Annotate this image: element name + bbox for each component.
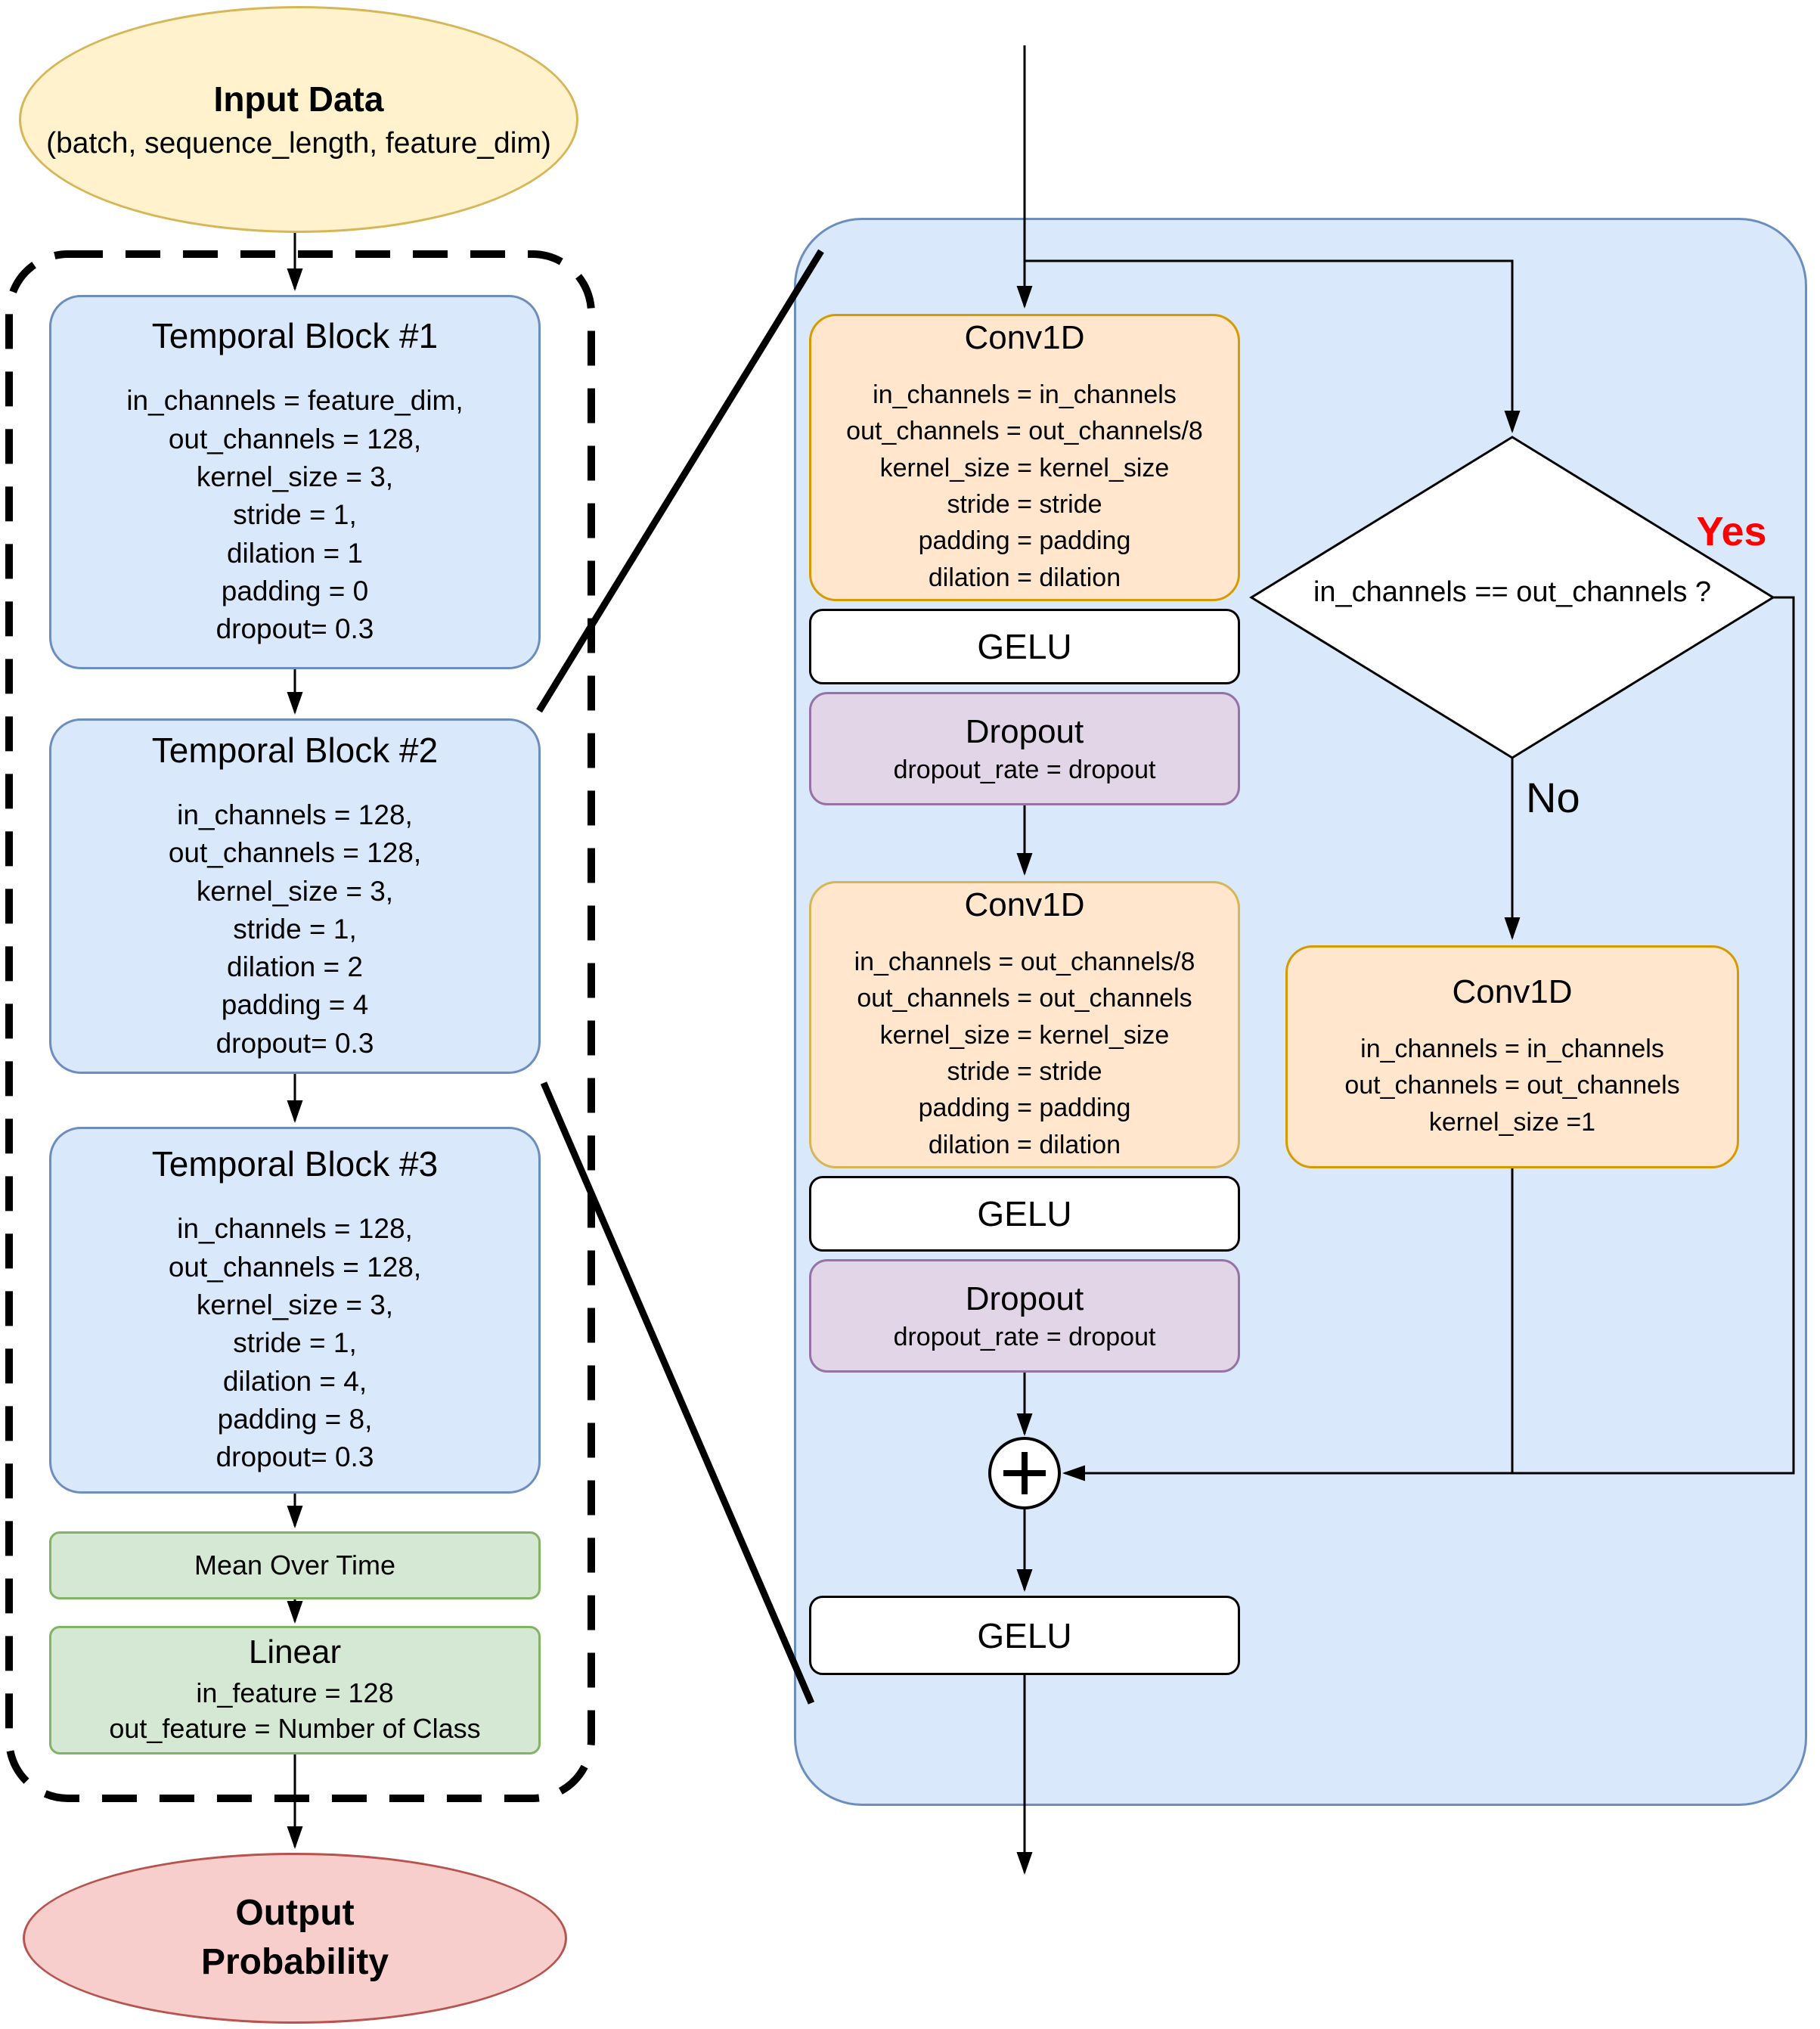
temporal-block-3-title: Temporal Block #3	[151, 1144, 439, 1184]
gelu-node-3: GELU	[809, 1596, 1240, 1675]
conv1d-1-title: Conv1D	[964, 319, 1085, 357]
add-node-icon	[988, 1437, 1061, 1509]
temporal-block-1-title: Temporal Block #1	[151, 316, 439, 356]
zoom-callout-line-top	[536, 249, 824, 713]
gelu-node-2: GELU	[809, 1176, 1240, 1252]
input-data-node: Input Data (batch, sequence_length, feat…	[19, 6, 578, 233]
temporal-block-1: Temporal Block #1 in_channels = feature_…	[49, 295, 541, 669]
input-data-title: Input Data	[213, 79, 384, 119]
dropout-2-title: Dropout	[965, 1280, 1084, 1317]
input-data-shape: (batch, sequence_length, feature_dim)	[46, 127, 551, 160]
output-line1: Output	[235, 1893, 355, 1934]
temporal-block-2: Temporal Block #2 in_channels = 128,out_…	[49, 718, 541, 1074]
gelu-2-label: GELU	[977, 1194, 1072, 1233]
linear-title: Linear	[248, 1633, 342, 1671]
mean-over-time-node: Mean Over Time	[49, 1531, 541, 1599]
temporal-block-2-title: Temporal Block #2	[151, 730, 439, 770]
dropout-node-1: Dropout dropout_rate = dropout	[809, 692, 1240, 805]
decision-no-label: No	[1526, 774, 1580, 821]
output-line2: Probability	[200, 1942, 389, 1982]
zoom-callout-line-bottom	[540, 1081, 815, 1705]
gelu-1-label: GELU	[977, 627, 1072, 666]
arrow-decision-yes-to-add	[1062, 596, 1795, 1481]
conv1d-2-title: Conv1D	[964, 886, 1085, 924]
dropout-2-rate: dropout_rate = dropout	[893, 1322, 1156, 1351]
dropout-1-title: Dropout	[965, 712, 1084, 750]
arrow-entry-branch-to-decision	[1025, 259, 1521, 433]
decision-yes-label: Yes	[1696, 509, 1767, 554]
gelu-node-1: GELU	[809, 609, 1240, 684]
mean-over-time-label: Mean Over Time	[194, 1550, 396, 1581]
dropout-node-2: Dropout dropout_rate = dropout	[809, 1259, 1240, 1373]
temporal-block-1-params: in_channels = feature_dim,out_channels =…	[126, 385, 464, 645]
temporal-block-2-params: in_channels = 128,out_channels = 128,ker…	[168, 799, 422, 1059]
decision-condition-label: in_channels == out_channels ?	[1313, 576, 1712, 608]
output-probability-node: Output Probability	[23, 1853, 567, 2024]
conv1d-3-title: Conv1D	[1452, 973, 1573, 1011]
temporal-block-3-params: in_channels = 128,out_channels = 128,ker…	[168, 1213, 422, 1473]
dashed-group-border	[5, 250, 595, 1802]
gelu-3-label: GELU	[977, 1615, 1072, 1655]
decision-diamond	[1249, 436, 1775, 759]
temporal-block-3: Temporal Block #3 in_channels = 128,out_…	[49, 1127, 541, 1494]
dropout-1-rate: dropout_rate = dropout	[893, 755, 1156, 784]
